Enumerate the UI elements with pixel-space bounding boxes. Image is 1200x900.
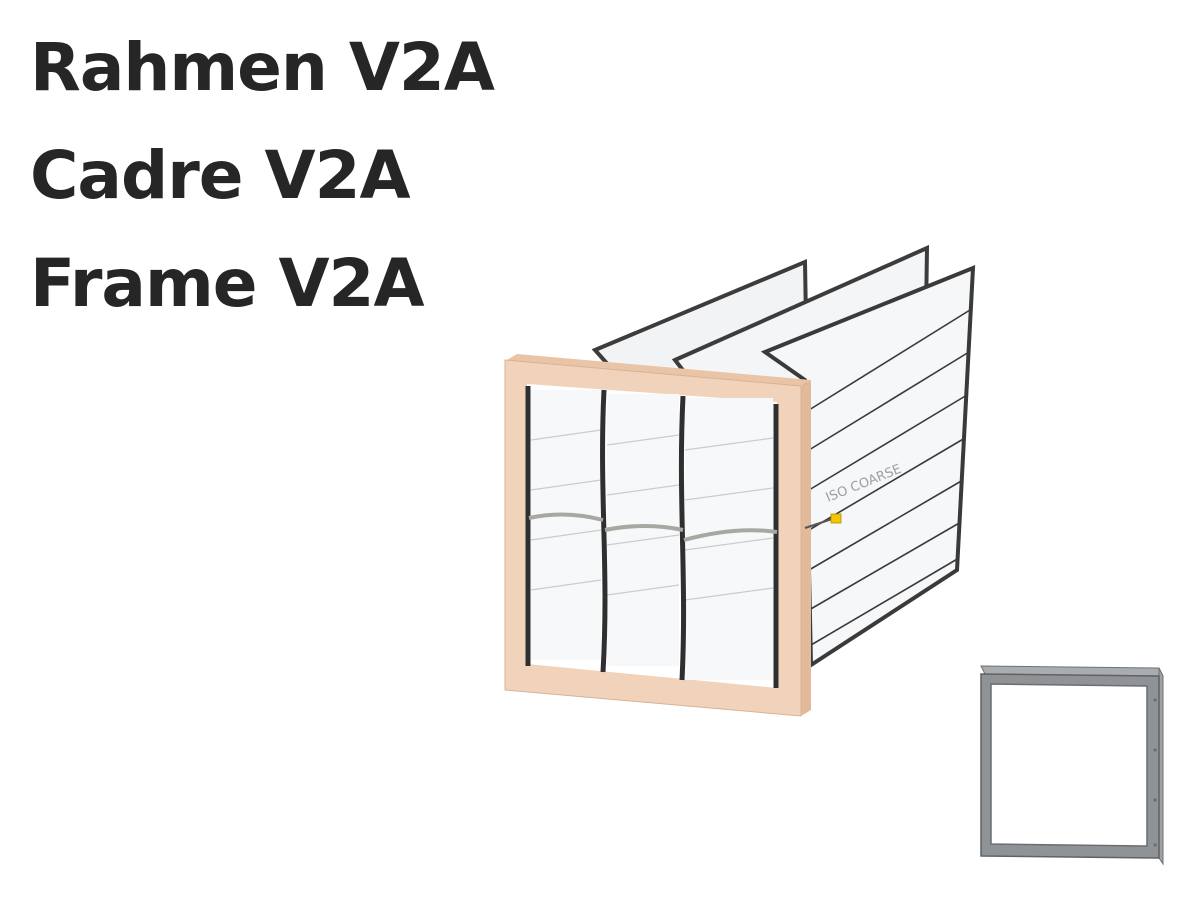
title-block: Rahmen V2A Cadre V2A Frame V2A bbox=[30, 14, 495, 338]
tag-icon bbox=[830, 513, 842, 524]
wooden-frame bbox=[504, 354, 842, 717]
title-german: Rahmen V2A bbox=[30, 29, 495, 106]
steel-frame-image bbox=[980, 665, 1164, 866]
title-french: Cadre V2A bbox=[30, 137, 411, 214]
bag-filter-image: ISO COARSE bbox=[504, 244, 976, 717]
rivet-marks bbox=[1153, 698, 1157, 847]
title-english: Frame V2A bbox=[30, 245, 425, 322]
